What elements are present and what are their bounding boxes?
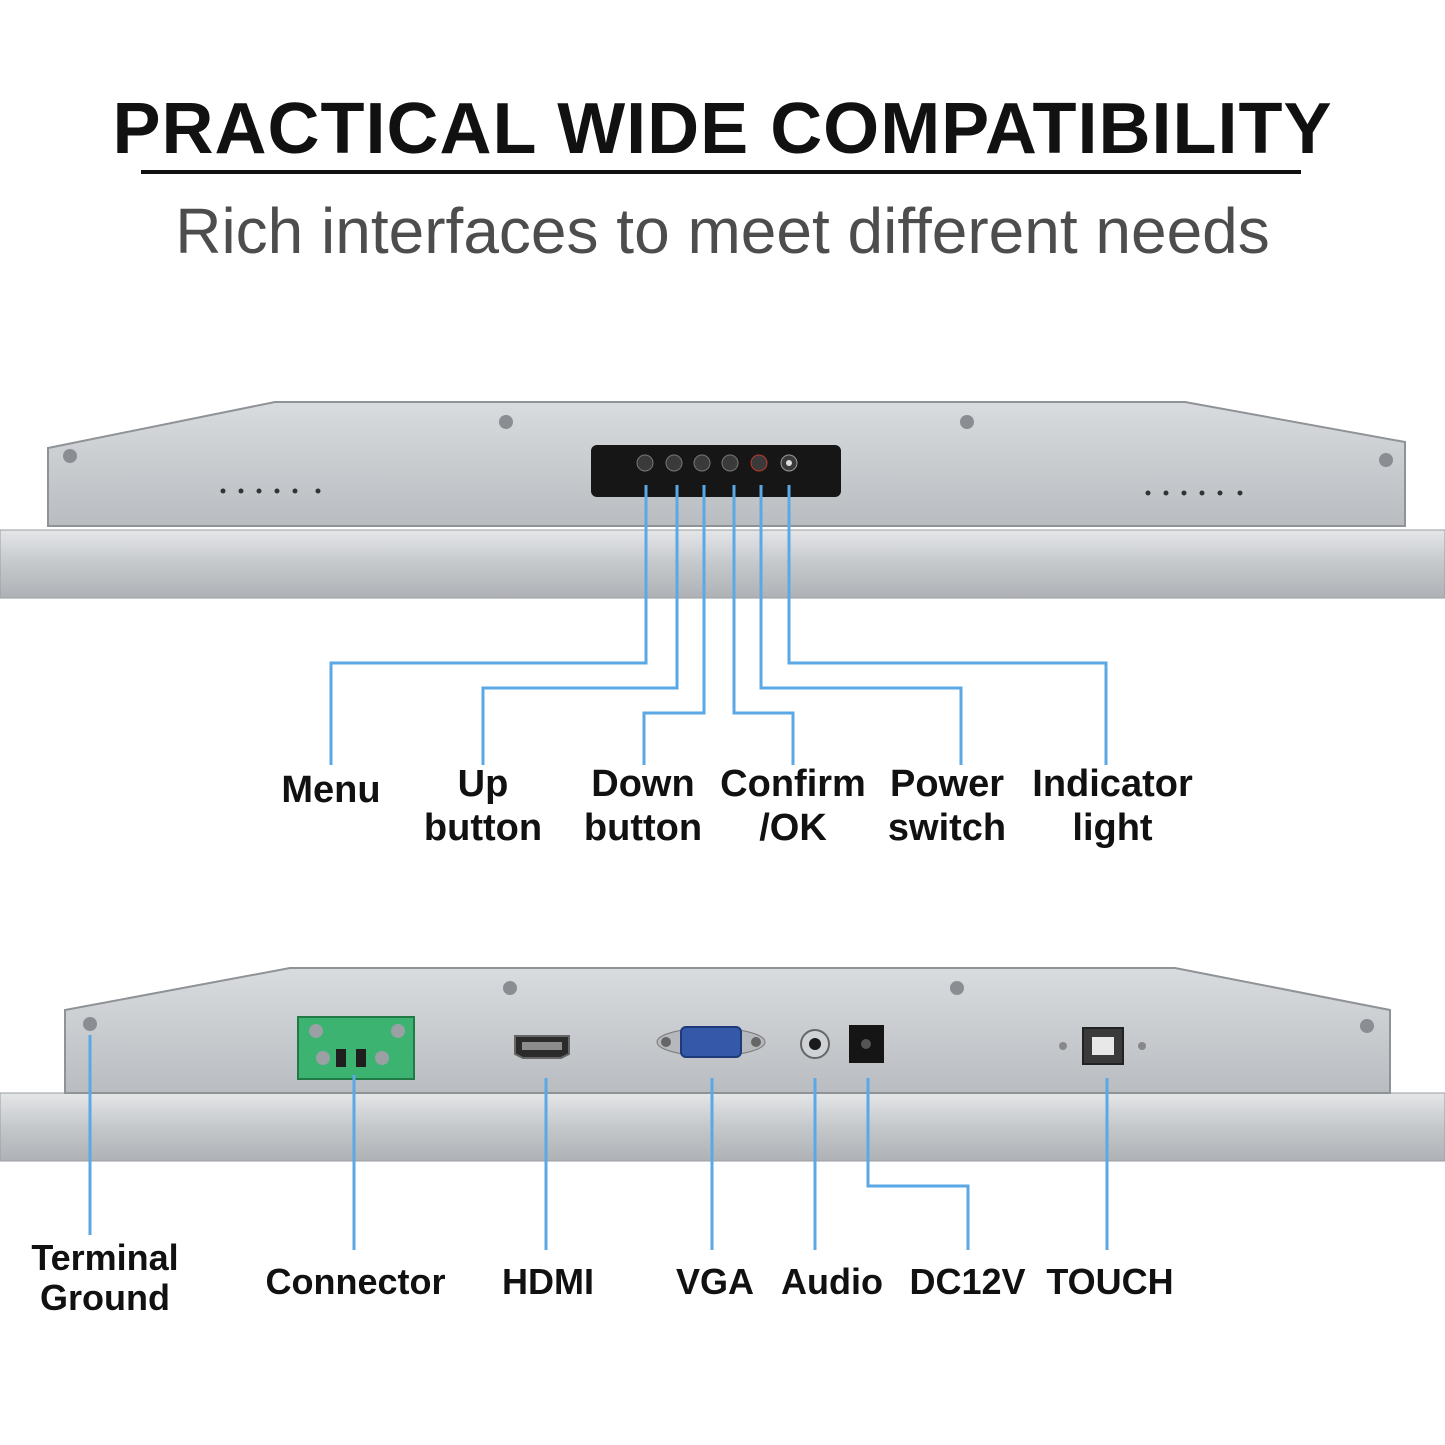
title-underline [141, 170, 1301, 174]
bottom-bezel-bar [0, 1092, 1445, 1162]
down-button-icon [693, 454, 711, 472]
menu-button-icon [636, 454, 654, 472]
control-button-strip [591, 445, 841, 497]
callout-line-up [481, 485, 679, 765]
label-confirm-ok: Confirm /OK [720, 763, 866, 849]
confirm-button-icon [721, 454, 739, 472]
vga-port-icon [656, 1026, 766, 1058]
vent-holes-right [1145, 490, 1243, 496]
bottom-panel [0, 967, 1445, 1250]
screw-icon [960, 415, 974, 429]
bottom-callout-lines [88, 1035, 1109, 1250]
label-up-button: Up button [423, 763, 543, 849]
screw-icon [950, 981, 964, 995]
callout-line-power [759, 485, 963, 765]
screw-icon [63, 449, 77, 463]
label-indicator-light: Indicator light [1032, 763, 1193, 849]
callout-line-down [642, 485, 706, 765]
terminal-connector-icon [297, 1016, 415, 1080]
label-vga: VGA [675, 1261, 754, 1302]
screw-icon [83, 1017, 97, 1031]
page-subtitle: Rich interfaces to meet different needs [175, 195, 1270, 267]
label-terminal-ground: Terminal Ground [31, 1237, 179, 1318]
audio-port-icon [800, 1029, 830, 1059]
screw-icon [1379, 453, 1393, 467]
dc-power-port-icon [849, 1025, 884, 1063]
vent-holes-left [220, 488, 321, 494]
top-callout-lines [329, 485, 1108, 765]
callout-line-indicator [787, 485, 1108, 765]
hdmi-port-icon [514, 1035, 570, 1059]
label-audio: Audio [781, 1261, 883, 1302]
label-touch: TOUCH [1046, 1261, 1174, 1302]
up-button-icon [665, 454, 683, 472]
callout-line-menu [329, 485, 648, 765]
callout-line-dc12v [866, 1078, 970, 1250]
screw-icon [503, 981, 517, 995]
usb-touch-port-icon [1059, 1027, 1146, 1065]
top-bezel-bar [0, 529, 1445, 599]
label-down-button: Down button [583, 763, 703, 849]
callout-line-confirm [732, 485, 795, 765]
screw-icon [499, 415, 513, 429]
label-hdmi: HDMI [502, 1261, 594, 1302]
label-menu: Menu [281, 769, 381, 811]
page-title: PRACTICAL WIDE COMPATIBILITY [112, 89, 1333, 169]
screw-icon [1360, 1019, 1374, 1033]
label-connector: Connector [265, 1261, 446, 1302]
label-dc12v: DC12V [909, 1261, 1026, 1302]
top-panel [0, 401, 1445, 765]
label-power-switch: Power switch [887, 763, 1007, 849]
power-button-icon [750, 454, 768, 472]
